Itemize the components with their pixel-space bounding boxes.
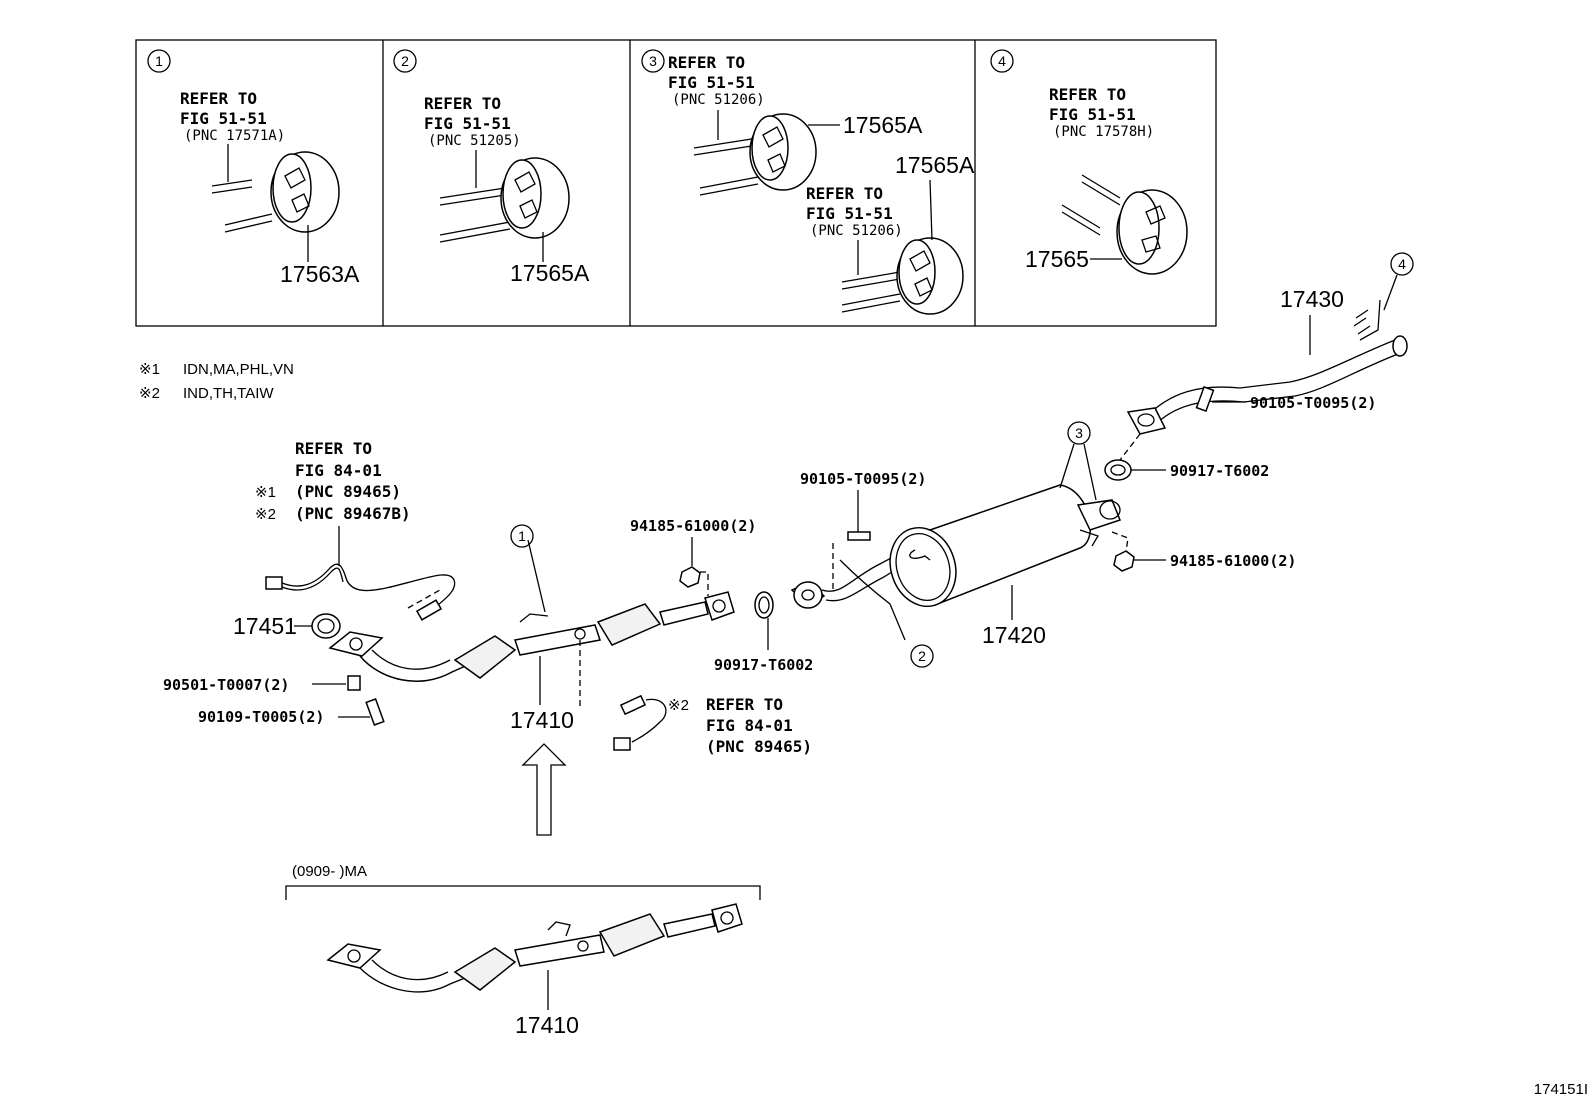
part-number-2: 17565A (895, 152, 975, 178)
pnc-text: (PNC 89465) (295, 482, 401, 501)
part-number: 17565 (1025, 246, 1089, 272)
note-mark: ※1 (139, 361, 160, 378)
fig-text: FIG 84-01 (295, 461, 382, 480)
pnc-text: (PNC 51205) (428, 133, 521, 149)
rubber-hanger (1116, 189, 1188, 275)
fig-text: FIG 51-51 (180, 109, 267, 128)
tail-pipe-17430: 4 17430 (1126, 252, 1414, 435)
fig-text: FIG 51-51 (668, 73, 755, 92)
note-text: IDN,MA,PHL,VN (183, 361, 294, 378)
part-number: 90917-T6002 (714, 656, 813, 674)
part-number: 17430 (1280, 286, 1344, 312)
part-number: 90105-T0095(2) (1250, 394, 1376, 412)
part-number: 94185-61000(2) (1170, 552, 1296, 570)
part-number: 17420 (982, 622, 1046, 648)
pnc-text: (PNC 17571A) (184, 128, 285, 144)
front-pipe-17410: 1 17410 (328, 524, 735, 733)
rubber-hanger-2 (896, 237, 964, 315)
rubber-hanger (749, 113, 817, 191)
center-pipe-muffler-17420: 2 17420 3 (790, 421, 1121, 668)
part-number: 90501-T0007(2) (163, 676, 289, 694)
part-number: 17565A (510, 260, 590, 286)
nut-94185-front: 94185-61000(2) (630, 517, 756, 596)
pnc-text: (PNC 51206) (672, 92, 765, 108)
refer-text: REFER TO (424, 94, 501, 113)
detail-box-2: 2 REFER TO FIG 51-51 (PNC 51205) 17565A (393, 49, 590, 286)
part-number: 17451 (233, 613, 297, 639)
fig-text-2: FIG 51-51 (806, 204, 893, 223)
refer-text: REFER TO (668, 53, 745, 72)
detail-box-4: 4 REFER TO FIG 51-51 (PNC 17578H) 17565 (990, 49, 1188, 275)
bolt-90105-tail: 90105-T0095(2) (1195, 385, 1376, 413)
fig-text: FIG 51-51 (1049, 105, 1136, 124)
detail-box-3: 3 REFER TO FIG 51-51 (PNC 51206) 17565A … (641, 49, 975, 315)
refer-text: REFER TO (295, 439, 372, 458)
note-mark: ※2 (668, 697, 689, 714)
region-notes: ※1 IDN,MA,PHL,VN ※2 IND,TH,TAIW (139, 361, 294, 402)
refer-text: REFER TO (180, 89, 257, 108)
rubber-hanger (500, 157, 570, 239)
note-mark: ※2 (139, 385, 160, 402)
note-mark: ※2 (255, 506, 276, 523)
part-number: 17565A (843, 112, 923, 138)
fig-text: FIG 84-01 (706, 716, 793, 735)
note-mark: ※1 (255, 484, 276, 501)
oxygen-sensor-upper (265, 563, 456, 621)
variant-label: (0909- )MA (292, 863, 367, 880)
box-number: 1 (155, 53, 163, 69)
part-number: 90105-T0095(2) (800, 470, 926, 488)
detail-box-1: 1 REFER TO FIG 51-51 (PNC 17571A) 17563A (147, 49, 360, 287)
refer-text-2: REFER TO (806, 184, 883, 203)
refer-text: REFER TO (706, 695, 783, 714)
nut-94185-rear: 94185-61000(2) (1111, 531, 1296, 572)
callout-number: 2 (918, 648, 926, 664)
part-number: 90917-T6002 (1170, 462, 1269, 480)
variant-section: (0909- )MA 17410 (285, 863, 761, 1038)
pnc-text: (PNC 89467B) (295, 504, 411, 523)
part-number: 17410 (510, 707, 574, 733)
pnc-text-2: (PNC 51206) (810, 223, 903, 239)
bolt-90105-muffler: 90105-T0095(2) (800, 470, 926, 541)
figure-id: 174151I (1534, 1081, 1588, 1098)
gasket-90917-rear: 90917-T6002 (1104, 433, 1269, 481)
rubber-hanger (270, 151, 340, 233)
gasket-90917-front: 90917-T6002 (714, 591, 813, 674)
part-number: 94185-61000(2) (630, 517, 756, 535)
pnc-text: (PNC 89465) (706, 737, 812, 756)
part-number: 17563A (280, 261, 360, 287)
fig-text: FIG 51-51 (424, 114, 511, 133)
callout-number: 4 (1398, 256, 1406, 272)
box-number: 2 (401, 53, 409, 69)
callout-number: 1 (518, 528, 526, 544)
refer-text: REFER TO (1049, 85, 1126, 104)
pnc-text: (PNC 17578H) (1053, 124, 1154, 140)
sensor-reference-top: REFER TO FIG 84-01 ※1 (PNC 89465) ※2 (PN… (255, 439, 411, 566)
box-number: 3 (649, 53, 657, 69)
box-number: 4 (998, 53, 1006, 69)
part-number: 17410 (515, 1012, 579, 1038)
gasket-17451: 17451 (233, 613, 341, 639)
bolts-front: 90501-T0007(2) 90109-T0005(2) (163, 675, 385, 726)
note-text: IND,TH,TAIW (183, 385, 274, 402)
part-number: 90109-T0005(2) (198, 708, 324, 726)
oxygen-sensor-lower: ※2 REFER TO FIG 84-01 (PNC 89465) (613, 694, 812, 756)
up-arrow (521, 743, 567, 836)
detail-panel (135, 39, 1217, 327)
callout-number: 3 (1075, 425, 1083, 441)
